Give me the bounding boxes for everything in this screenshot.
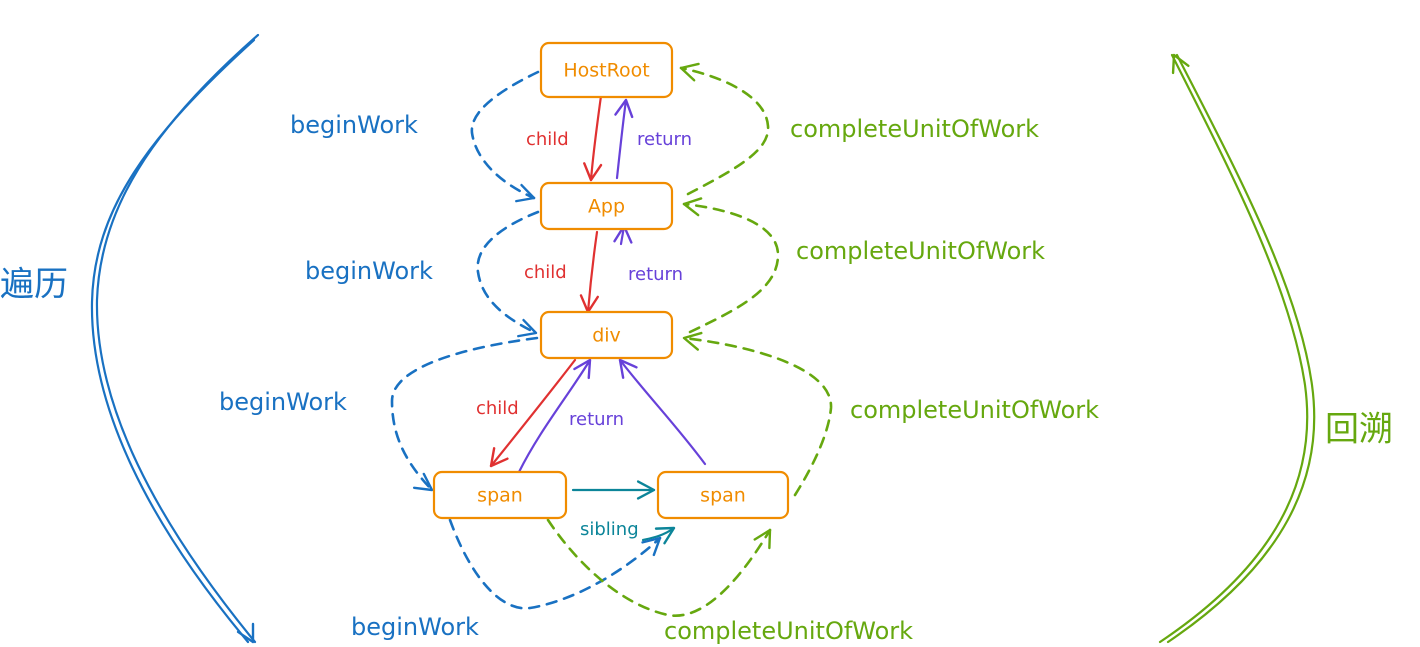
beginwork-edge-1 [470,70,540,200]
beginwork-edge-1-arrowhead [515,183,536,203]
node-span-2: span [656,470,790,520]
beginwork-label-3: beginWork [219,388,347,416]
node-hostroot-box [539,41,674,99]
return-edge-span-div-arrowhead [573,358,592,380]
complete-edge-2-arrowhead [682,197,703,217]
return-edge-span2-div [618,358,707,466]
sibling-label: sibling [580,519,639,540]
complete-edge-3-arrowhead [682,331,703,351]
complete-edge-1 [679,66,770,196]
beginwork-label-4: beginWork [351,613,479,641]
return-edge-app-hostroot [615,98,628,180]
complete-edge-2 [682,202,780,334]
beginwork-edge-3 [390,336,539,492]
node-app: App [539,181,674,231]
traverse-arc [95,33,260,644]
child-label-2: child [524,262,567,283]
node-span-1-box [432,470,568,520]
beginwork-edge-4 [448,518,662,610]
node-div-box [539,310,674,360]
traverse-arc-stroke-2 [90,38,256,644]
complete-label-1: completeUnitOfWork [790,115,1039,143]
node-span-2-box [656,470,790,520]
node-app-label: App [588,196,625,218]
complete-label-4: completeUnitOfWork [664,617,913,645]
return-label-1: return [637,129,692,150]
complete-edge-1-arrowhead [679,62,700,82]
backtrack-arc-stroke-2 [1166,53,1316,644]
complete-label-2: completeUnitOfWork [796,237,1045,265]
child-label-1: child [526,129,569,150]
traverse-label: 遍历 [0,265,68,305]
beginwork-edge-3-arrowhead [412,472,434,492]
child-edge-hostroot-app-arrowhead [583,162,603,182]
return-label-3: return [569,409,624,430]
node-app-box [539,181,674,231]
node-div: div [539,310,674,360]
child-edge-hostroot-app [589,94,603,182]
return-edge-span-div [517,358,592,474]
child-edge-div-span [489,358,577,468]
sibling-edge-arrowhead [636,480,656,500]
sibling-edge-small [641,526,676,542]
node-hostroot-label: HostRoot [563,60,649,82]
return-edge-app-hostroot-arrowhead [614,98,634,119]
sibling-edge-small-arrowhead [654,526,676,545]
return-label-2: return [628,264,683,285]
node-div-label: div [592,325,621,347]
child-label-3: child [476,398,519,419]
beginwork-edge-4-arrowhead [641,536,662,557]
backtrack-label: 回溯 [1325,410,1393,450]
complete-label-3: completeUnitOfWork [850,396,1099,424]
backtrack-arc-arrowhead [1171,53,1190,75]
traverse-arc-arrowhead [236,622,255,644]
complete-edge-4-arrowhead [753,528,772,550]
node-hostroot: HostRoot [539,41,674,99]
beginwork-label-1: beginWork [290,111,418,139]
beginwork-edge-2 [476,210,540,335]
node-span-1: span [432,470,568,520]
child-edge-app-div [586,230,599,314]
backtrack-arc [1158,53,1309,644]
complete-edge-3 [682,336,833,497]
child-edge-div-span-arrowhead [489,447,509,468]
return-edge-span2-div-arrowhead [618,358,638,379]
node-span-1-label: span [477,485,523,507]
beginwork-label-2: beginWork [305,257,433,285]
beginwork-edge-2-arrowhead [517,318,538,338]
node-span-2-label: span [700,485,746,507]
